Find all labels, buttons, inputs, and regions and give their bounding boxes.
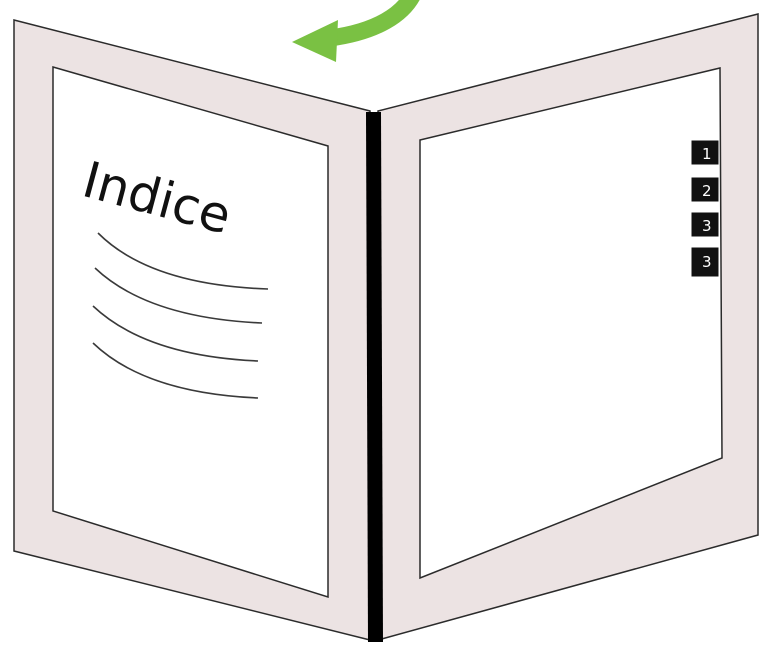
index-tab-label: 3 [702,253,712,271]
index-tab: 3 [691,212,719,237]
curved-arrow-icon [292,0,415,62]
index-tab: 3 [691,247,719,277]
index-tab: 2 [691,177,719,202]
index-tab-label: 1 [702,145,712,163]
index-tab-label: 3 [702,217,712,235]
index-tab: 1 [691,140,719,165]
book-spine [366,112,383,642]
left-page [53,67,328,597]
index-tab-label: 2 [702,182,712,200]
